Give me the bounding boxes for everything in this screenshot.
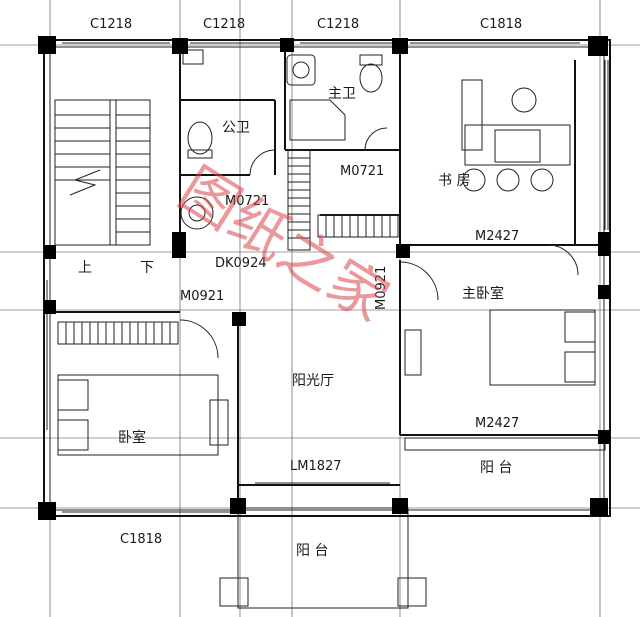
exterior-walls [43, 39, 611, 517]
stair-down-label: 下 [140, 260, 154, 276]
window-label: C1218 [317, 17, 359, 32]
window-label: C1818 [480, 17, 522, 32]
beds [57, 309, 596, 456]
stair-up-label: 上 [78, 260, 92, 276]
room-label-sunroom: 阳光厅 [292, 373, 334, 389]
door-label: M0921 [374, 266, 389, 310]
door-label: LM1827 [290, 459, 342, 474]
doors [179, 127, 579, 484]
room-label-master-bath: 主卫 [328, 86, 356, 102]
door-label: M2427 [475, 416, 519, 431]
room-label-balcony-right: 阳 台 [480, 460, 512, 476]
door-label: M2427 [475, 229, 519, 244]
room-label-study: 书 房 [438, 173, 470, 189]
room-label-public-bath: 公卫 [222, 120, 250, 136]
door-label: M0921 [180, 289, 224, 304]
bottom-balcony [219, 507, 427, 609]
staircase [54, 99, 151, 246]
door-label: M0721 [340, 164, 384, 179]
wardrobes [57, 149, 606, 451]
study-furniture [461, 79, 571, 192]
watermark: 图纸之家 [168, 154, 401, 335]
window-label: C1818 [120, 532, 162, 547]
room-label-balcony-bottom: 阳 台 [296, 543, 328, 559]
door-label: M0721 [225, 194, 269, 209]
room-label-master-bedroom: 主卧室 [462, 285, 504, 302]
columns [38, 36, 610, 520]
window-label: C1218 [90, 17, 132, 32]
bath-fixtures [180, 49, 383, 230]
door-label: DK0924 [215, 256, 267, 271]
window-label: C1218 [203, 17, 245, 32]
room-label-bedroom: 卧室 [118, 429, 146, 446]
